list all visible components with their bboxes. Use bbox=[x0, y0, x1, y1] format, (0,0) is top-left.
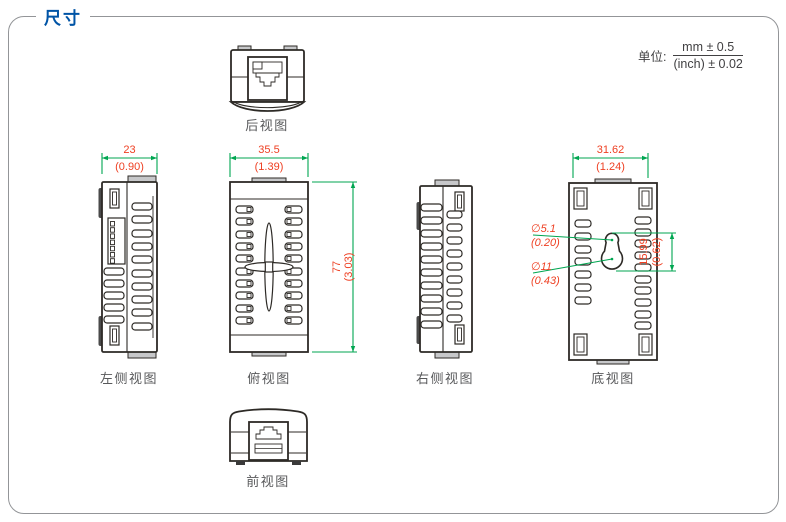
keyhole-offset-mm: 15.99 bbox=[638, 238, 650, 266]
units-note: 单位: mm ± 0.5 (inch) ± 0.02 bbox=[638, 40, 743, 71]
units-metric: mm ± 0.5 bbox=[673, 40, 743, 56]
left-width-mm: 23 bbox=[123, 144, 135, 156]
keyhole-small-in: (0.20) bbox=[531, 237, 560, 249]
left-vent-slots bbox=[103, 202, 153, 331]
keyhole-small-mm: ∅5.1 bbox=[531, 223, 556, 235]
right-side-view-drawing bbox=[416, 179, 473, 359]
bottom-view-label: 底视图 bbox=[591, 371, 635, 386]
bottom-width-mm: 31.62 bbox=[597, 144, 625, 156]
dim-keyhole-small: ∅5.1 (0.20) bbox=[531, 223, 613, 249]
front-view-drawing bbox=[229, 408, 308, 465]
keyhole-large-mm: ∅11 bbox=[531, 261, 552, 273]
top-width-mm: 35.5 bbox=[258, 144, 279, 156]
bottom-width-in: (1.24) bbox=[596, 161, 625, 173]
top-vent-slots bbox=[235, 205, 303, 325]
front-view-label: 前视图 bbox=[246, 474, 290, 489]
right-vent-slots bbox=[420, 203, 463, 329]
rear-view-label: 后视图 bbox=[245, 118, 289, 133]
dim-keyhole-offset: 15.99 (0.62) bbox=[612, 232, 676, 272]
right-view-label: 右侧视图 bbox=[415, 371, 474, 386]
left-width-in: (0.90) bbox=[115, 161, 144, 173]
keyhole-offset-in: (0.62) bbox=[651, 238, 663, 267]
dim-keyhole-large: ∅11 (0.43) bbox=[531, 258, 613, 287]
dim-top-height: 77 (3.03) bbox=[312, 181, 357, 353]
units-label: 单位: bbox=[638, 50, 667, 64]
top-height-in: (3.03) bbox=[343, 253, 355, 282]
top-view-label: 俯视图 bbox=[247, 371, 291, 386]
left-dip-switch bbox=[107, 217, 126, 265]
dim-top-width: 35.5 (1.39) bbox=[229, 144, 309, 177]
section-title: 尺寸 bbox=[36, 4, 90, 29]
units-imperial: (inch) ± 0.02 bbox=[673, 57, 743, 71]
bottom-vent-slots bbox=[574, 216, 652, 330]
rear-view-drawing bbox=[228, 45, 307, 112]
top-width-in: (1.39) bbox=[255, 161, 284, 173]
dim-bottom-width: 31.62 (1.24) bbox=[572, 144, 649, 178]
top-rotary-cross bbox=[244, 222, 294, 312]
dim-left-width: 23 (0.90) bbox=[101, 144, 158, 174]
top-view-drawing bbox=[229, 177, 309, 357]
left-view-label: 左侧视图 bbox=[99, 371, 158, 386]
bottom-corner-feet bbox=[573, 187, 653, 356]
top-height-mm: 77 bbox=[331, 261, 343, 273]
keyhole-large-in: (0.43) bbox=[531, 275, 560, 287]
units-fraction: mm ± 0.5 (inch) ± 0.02 bbox=[673, 40, 743, 71]
rear-curved-base bbox=[228, 101, 307, 112]
left-side-view-drawing bbox=[98, 175, 158, 359]
